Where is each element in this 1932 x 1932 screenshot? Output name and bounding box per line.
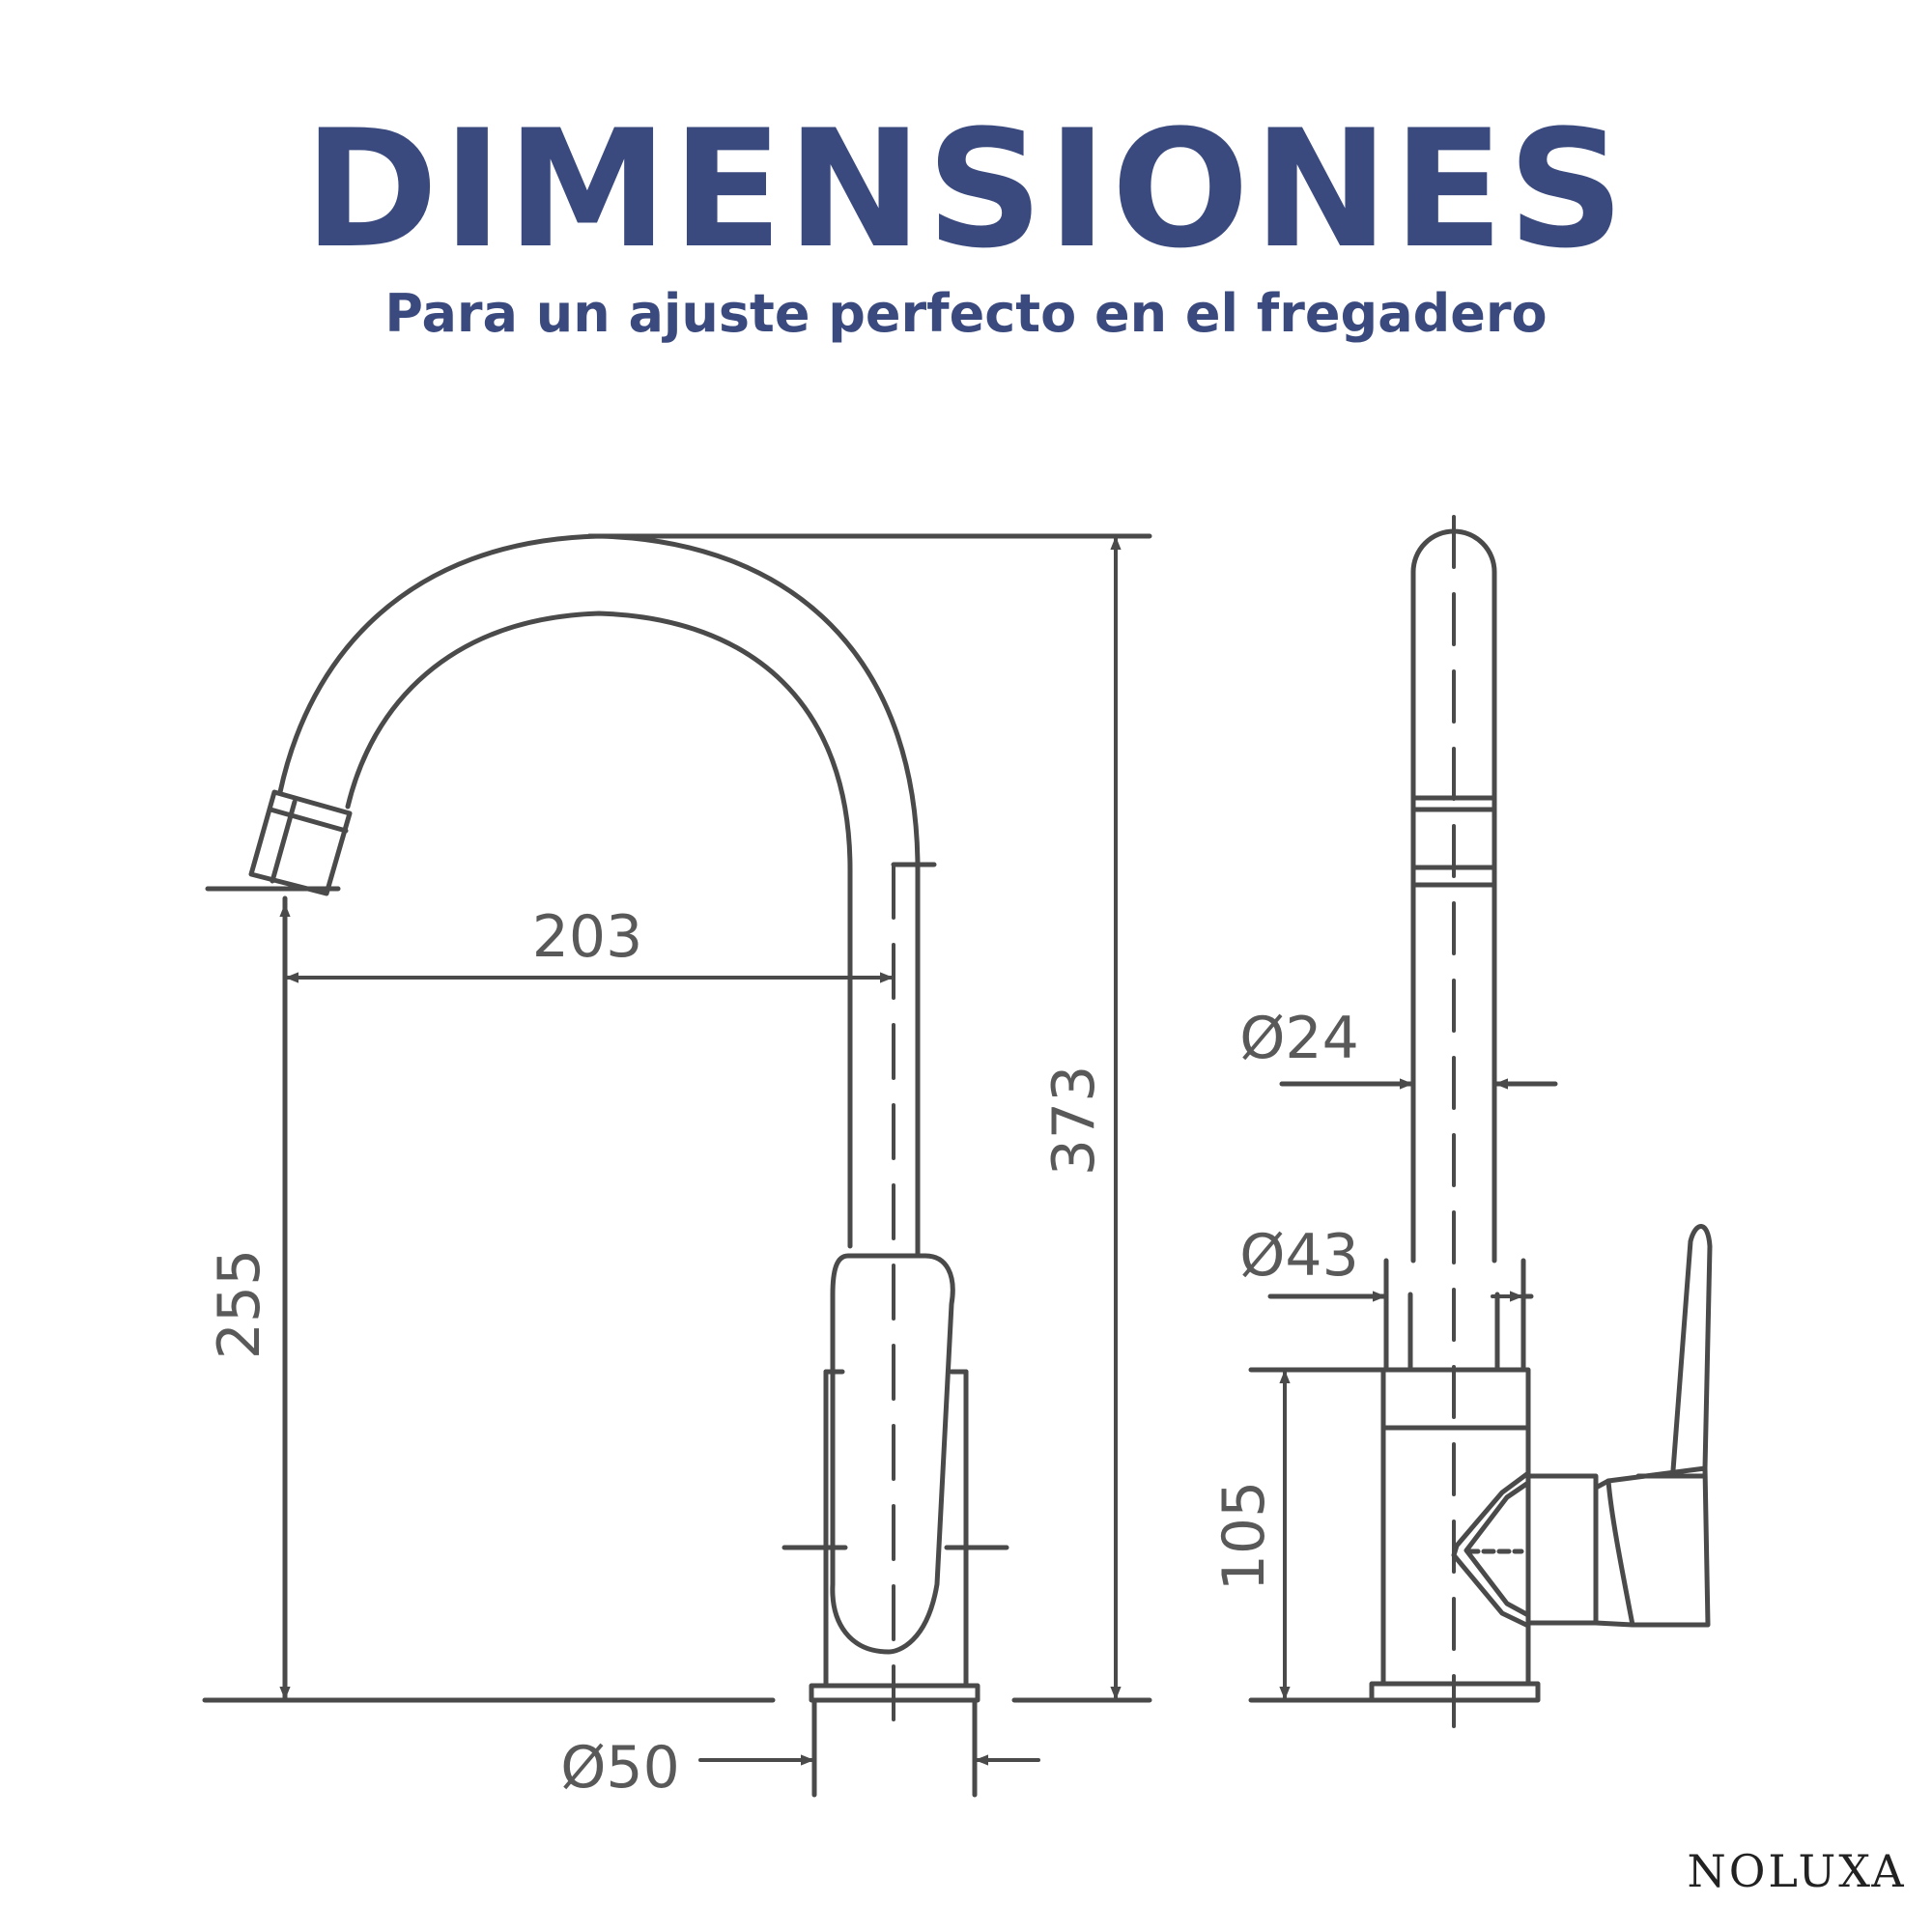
total-height-label: 373 [1040,1065,1108,1177]
side-handle-block [1605,1465,1711,1628]
body-height-label: 105 [1210,1481,1278,1592]
lever-handle [830,1253,955,1655]
aerator [248,789,353,896]
body-diameter-label: Ø43 [1239,1222,1359,1290]
side-lever [1670,1224,1713,1473]
page-subtitle: Para un ajuste perfecto en el fregadero [384,283,1548,344]
base-diameter-label: Ø50 [560,1734,680,1802]
spout-inner [345,611,853,1249]
pipe-diameter-label: Ø24 [1239,1005,1359,1072]
front-view [202,533,1152,1798]
page-title: DIMENSIONES [303,95,1629,284]
brand-logo: NOLUXA [1687,1845,1907,1897]
spout-reach-label: 203 [532,903,643,971]
spout-outer [277,533,921,1259]
spout-height-label: 255 [206,1249,273,1360]
side-view [1248,515,1713,1741]
